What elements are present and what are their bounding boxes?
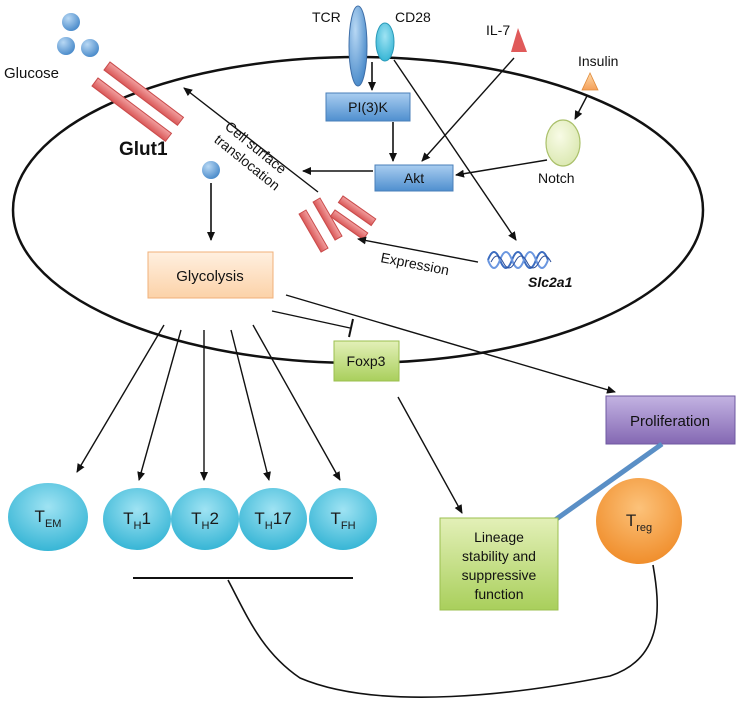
cell-label-sub: EM (45, 518, 62, 530)
il7-label: IL-7 (486, 22, 510, 38)
cell-label-main: T (330, 509, 340, 528)
cd28-to-slc2a1-arrow (393, 59, 517, 241)
glycolysis-to-proliferation-arrow (285, 294, 616, 394)
glucose-molecule (57, 37, 75, 55)
akt-label: Akt (404, 170, 424, 186)
slc2a1-dna-icon (487, 251, 552, 269)
cell-label-main: T (191, 509, 201, 528)
effector-cell (239, 488, 307, 550)
foxp3-to-lineage-arrow (397, 396, 463, 514)
glut1-label: Glut1 (119, 139, 168, 160)
glycolysis-to-th17-arrow (230, 329, 271, 481)
cell-label-sub: H (265, 520, 273, 532)
glut1-vesicle-bar (337, 195, 377, 227)
expression-arrow (357, 236, 479, 263)
effector-cell-label: TFH (330, 509, 355, 532)
effector-cell-label: TEM (35, 507, 62, 530)
pi3k-label: PI(3)K (348, 99, 388, 115)
lineage-stability-box (439, 517, 559, 611)
treg-label: Treg (626, 511, 652, 534)
effector-cell (171, 488, 239, 550)
cell-label-suffix: 1 (141, 509, 150, 528)
cd28-receptor (375, 22, 395, 62)
tcr-label: TCR (312, 9, 341, 25)
slc2a1-label: Slc2a1 (528, 274, 573, 290)
effector-cell-label: TH1 (123, 509, 151, 532)
lineage-text-line3: suppressive (462, 567, 537, 583)
glycolysis-to-tfh-arrow (252, 324, 341, 481)
effector-cell (309, 488, 377, 550)
cell-label-sub: H (133, 520, 141, 532)
expression-label: Expression (379, 249, 450, 278)
inhibition-bar (348, 318, 354, 338)
cd28-label: CD28 (395, 9, 431, 25)
notch-receptor (545, 119, 581, 167)
il7-to-akt-arrow (421, 57, 515, 162)
translocation-text: Cell surface translocation (211, 118, 289, 194)
insulin-label: Insulin (578, 53, 618, 69)
glut1-bar (91, 77, 173, 143)
cell-label-sub: H (201, 520, 209, 532)
treg-sub: reg (636, 522, 652, 534)
il7-triangle (511, 28, 527, 52)
lineage-to-proliferation-connector (553, 441, 664, 523)
foxp3-box (333, 340, 400, 382)
foxp3-label: Foxp3 (347, 353, 386, 369)
cell-label-suffix: 2 (209, 509, 218, 528)
glycolysis-to-tem-arrow (76, 324, 165, 473)
tcr-receptor (348, 5, 368, 87)
notch-to-akt-arrow (455, 159, 548, 178)
internal-glucose-molecule (202, 161, 220, 179)
glycolysis-inhibits-foxp3 (271, 310, 351, 329)
glycolysis-to-th1-arrow (137, 329, 182, 481)
treg-main: T (626, 511, 636, 530)
glucose-label: Glucose (4, 65, 59, 82)
glucose-molecule (81, 39, 99, 57)
effector-cell-label: TH17 (254, 509, 291, 532)
effector-cell (103, 488, 171, 550)
cell-label-sub: FH (341, 520, 356, 532)
proliferation-label: Proliferation (630, 413, 710, 430)
lineage-text-line1: Lineage (474, 529, 524, 545)
glut1-vesicle-bar (298, 209, 329, 253)
glycolysis-label: Glycolysis (176, 268, 244, 285)
pi3k-box (325, 92, 411, 122)
akt-box (374, 164, 454, 192)
translocation-arrow (183, 87, 319, 193)
effector-cell-label: TH2 (191, 509, 219, 532)
treg-suppression-curve (227, 564, 659, 698)
cell-label-main: T (123, 509, 133, 528)
cell-label-suffix: 17 (273, 509, 292, 528)
effector-cell (8, 483, 88, 551)
insulin-to-notch-arrow (574, 95, 588, 120)
treg-cell (596, 478, 682, 564)
glycolysis-box (147, 251, 274, 299)
notch-label: Notch (538, 170, 575, 186)
insulin-triangle (581, 72, 599, 91)
glut1-vesicle-bar (329, 209, 369, 241)
cell-label-main: T (254, 509, 264, 528)
lineage-text-line4: function (474, 586, 523, 602)
lineage-text-line2: stability and (462, 548, 536, 564)
proliferation-box (605, 395, 736, 445)
cell-label-main: T (35, 507, 45, 526)
glut1-bar (103, 61, 185, 127)
glucose-molecule (62, 13, 80, 31)
